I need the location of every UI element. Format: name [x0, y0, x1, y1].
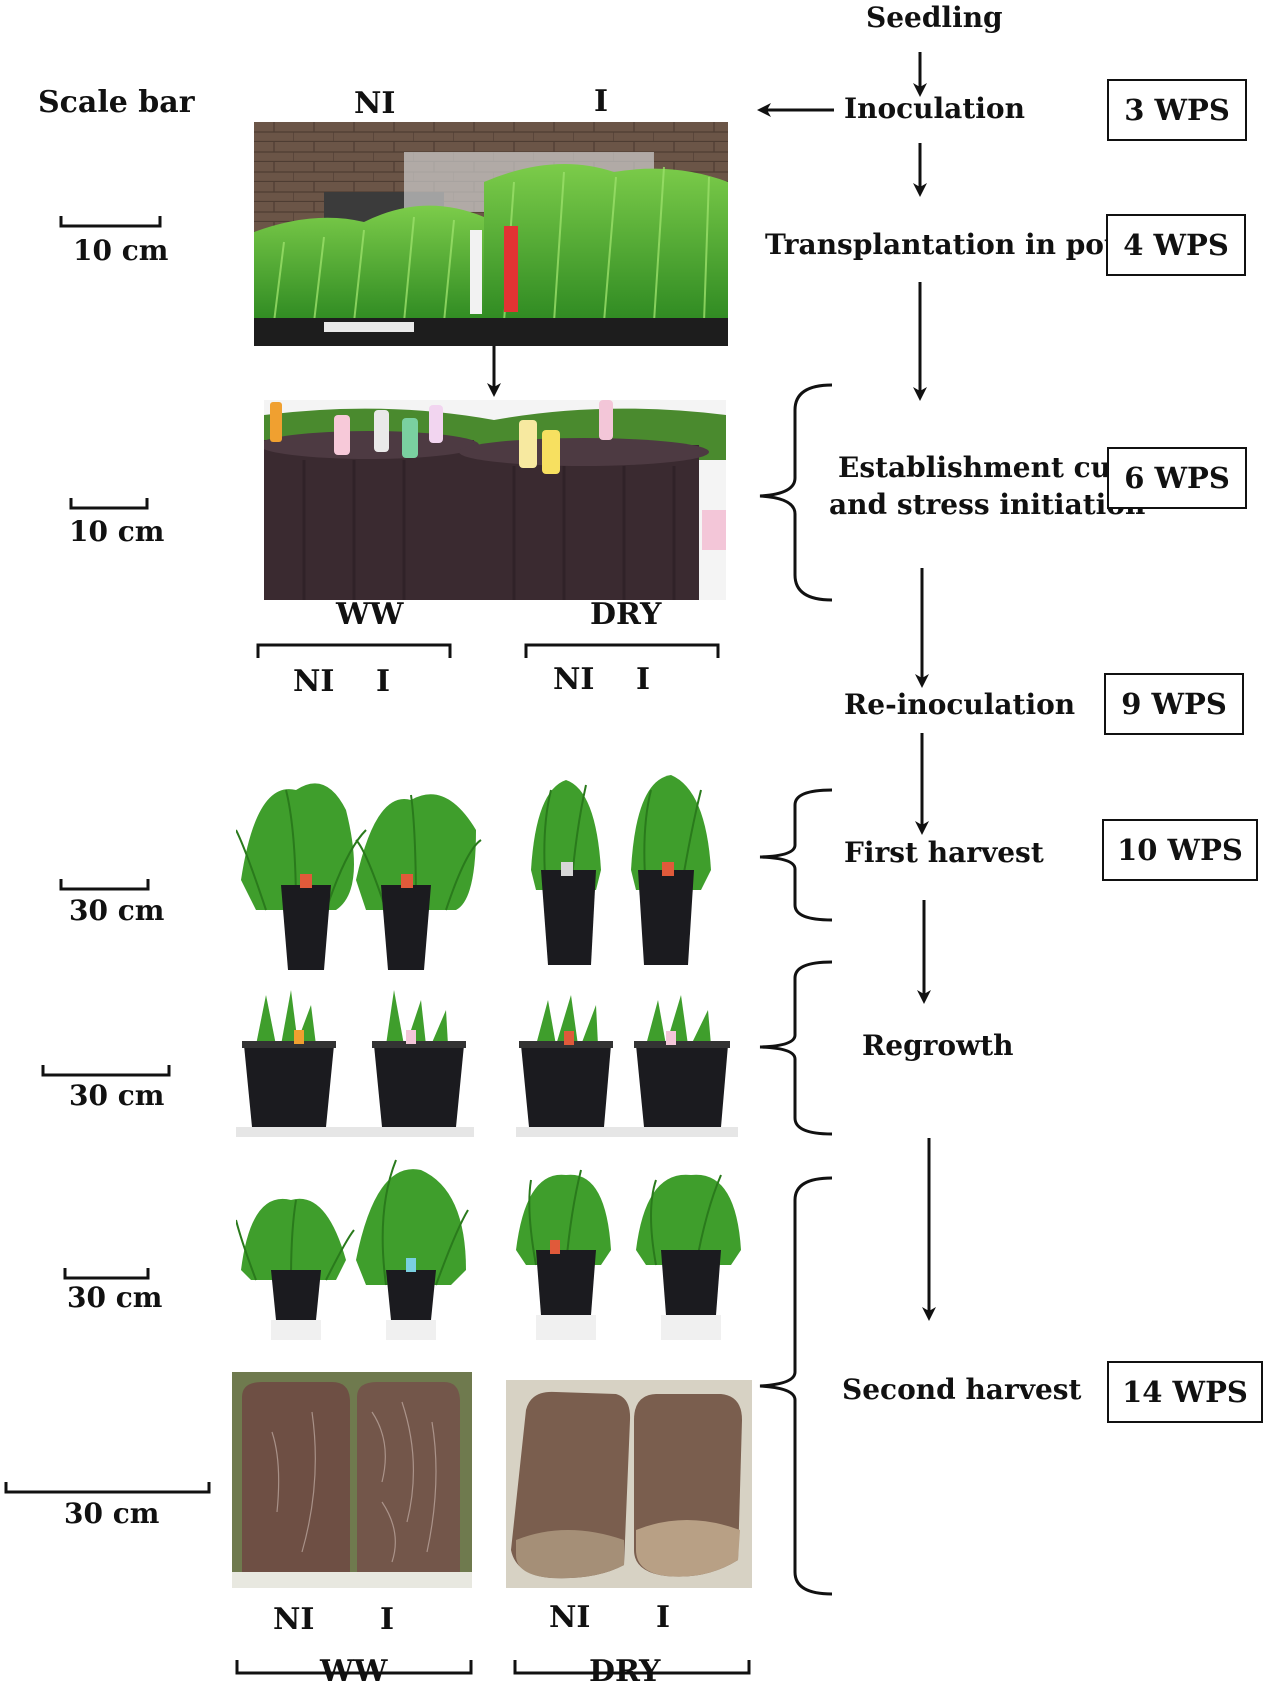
- brace-establishment: [759, 383, 833, 602]
- timepoint-box-10wps: 10 WPS: [1102, 819, 1258, 881]
- mid-label-dry-i: I: [636, 662, 651, 697]
- mid-label-ww: WW: [336, 597, 404, 632]
- bottom-label-dry-i: I: [656, 1600, 671, 1635]
- brace-regrowth: [759, 960, 833, 1136]
- second-harvest-dry-photo: [506, 1150, 752, 1340]
- scale-label-4: 30 cm: [69, 1079, 165, 1112]
- bracket-bottom-dry: [513, 1660, 751, 1675]
- step-establishment-line1: Establishment cut: [838, 451, 1124, 484]
- bottom-label-ww-ni: NI: [273, 1602, 315, 1637]
- photo1-label-i: I: [594, 84, 609, 119]
- scale-label-5: 30 cm: [67, 1281, 163, 1314]
- timepoint-box-14wps: 14 WPS: [1107, 1361, 1263, 1423]
- scale-bar-title: Scale bar: [38, 85, 195, 120]
- bottom-label-dry-ni: NI: [549, 1600, 591, 1635]
- scale-label-3: 30 cm: [69, 894, 165, 927]
- step-second-harvest: Second harvest: [842, 1373, 1082, 1406]
- scale-bar-6: [4, 1482, 211, 1494]
- mid-label-ww-ni: NI: [293, 664, 335, 699]
- timepoint-box-9wps: 9 WPS: [1104, 673, 1244, 735]
- mid-label-dry-ni: NI: [553, 662, 595, 697]
- scale-label-2: 10 cm: [69, 515, 165, 548]
- scale-label-6: 30 cm: [64, 1497, 160, 1530]
- timepoint-box-4wps: 4 WPS: [1106, 214, 1246, 276]
- step-seedling: Seedling: [866, 1, 1003, 34]
- step-reinoculation: Re-inoculation: [844, 688, 1076, 721]
- scale-label-1: 10 cm: [73, 234, 169, 267]
- step-regrowth: Regrowth: [862, 1029, 1014, 1062]
- step-transplantation: Transplantation in pots: [765, 228, 1133, 261]
- brace-first-harvest: [759, 788, 833, 922]
- scale-bar-4: [41, 1065, 171, 1077]
- scale-bar-3: [59, 879, 150, 891]
- root-core-ww-photo: [232, 1372, 472, 1588]
- bracket-mid-dry: [524, 643, 720, 658]
- step-inoculation: Inoculation: [844, 92, 1025, 125]
- mid-label-dry: DRY: [590, 597, 662, 632]
- scale-bar-2: [69, 498, 149, 510]
- first-harvest-ww-photo: [236, 770, 486, 970]
- mid-label-ww-i: I: [376, 664, 391, 699]
- root-core-dry-photo: [506, 1380, 752, 1588]
- regrowth-dry-photo: [516, 985, 738, 1137]
- timepoint-box-6wps: 6 WPS: [1107, 447, 1247, 509]
- second-harvest-ww-photo: [236, 1150, 472, 1340]
- photo1-label-ni: NI: [354, 86, 396, 121]
- regrowth-ww-photo: [236, 985, 474, 1137]
- establishment-pots-photo: [264, 400, 726, 600]
- bottom-label-ww-i: I: [380, 1602, 395, 1637]
- bracket-mid-ww: [256, 643, 452, 658]
- scale-bar-1: [59, 216, 162, 228]
- brace-second-harvest: [759, 1176, 833, 1596]
- step-establishment-line2: and stress initiation: [829, 488, 1146, 521]
- bracket-bottom-ww: [235, 1660, 473, 1675]
- step-first-harvest: First harvest: [844, 836, 1044, 869]
- scale-bar-5: [63, 1268, 150, 1280]
- timepoint-box-3wps: 3 WPS: [1107, 79, 1247, 141]
- first-harvest-dry-photo: [516, 770, 726, 970]
- seedling-tray-photo: [254, 122, 728, 346]
